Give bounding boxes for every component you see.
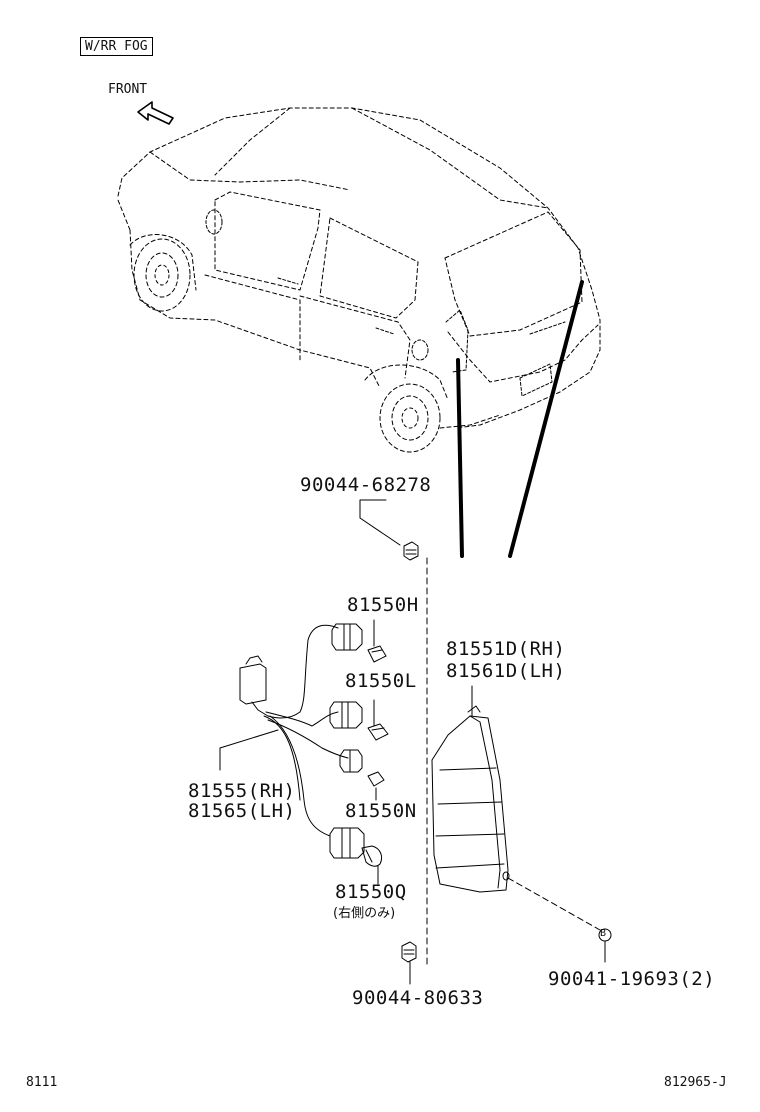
socket-wiring-harness — [219, 623, 365, 859]
part-number-bulb-h[interactable]: 81550H — [347, 594, 419, 616]
part-number-bulb-l[interactable]: 81550L — [345, 670, 417, 692]
drawing-number: 812965-J — [664, 1075, 727, 1090]
part-number-socket-rh[interactable]: 81555(RH) — [188, 780, 296, 802]
screw-icon — [403, 541, 419, 561]
part-number-screw-bottom[interactable]: 90044-80633 — [352, 987, 484, 1009]
bulb-q-note: (右側のみ) — [333, 906, 396, 921]
bulb-l-icon — [367, 723, 389, 741]
part-number-lamp-rh[interactable]: 81551D(RH) — [446, 638, 566, 660]
car-illustration — [117, 107, 601, 453]
part-number-socket-lh[interactable]: 81565(LH) — [188, 800, 296, 822]
bulb-h-icon — [367, 645, 387, 663]
part-number-bulb-q[interactable]: 81550Q — [335, 881, 407, 903]
front-arrow-icon — [137, 101, 174, 125]
bulb-n-icon — [367, 771, 385, 787]
part-number-bulb-n[interactable]: 81550N — [345, 800, 417, 822]
reference-marker-b: B — [600, 928, 607, 939]
part-number-screw-b[interactable]: 90041-19693(2) — [548, 968, 716, 990]
page-code: 8111 — [26, 1075, 58, 1090]
part-number-screw-top[interactable]: 90044-68278 — [300, 474, 432, 496]
tail-lamp-assembly — [431, 705, 510, 893]
screw-icon — [401, 941, 417, 963]
bulb-q-icon — [361, 845, 383, 867]
option-tag: W/RR FOG — [80, 37, 153, 56]
part-number-lamp-lh[interactable]: 81561D(LH) — [446, 660, 566, 682]
front-direction-label: FRONT — [108, 82, 148, 97]
